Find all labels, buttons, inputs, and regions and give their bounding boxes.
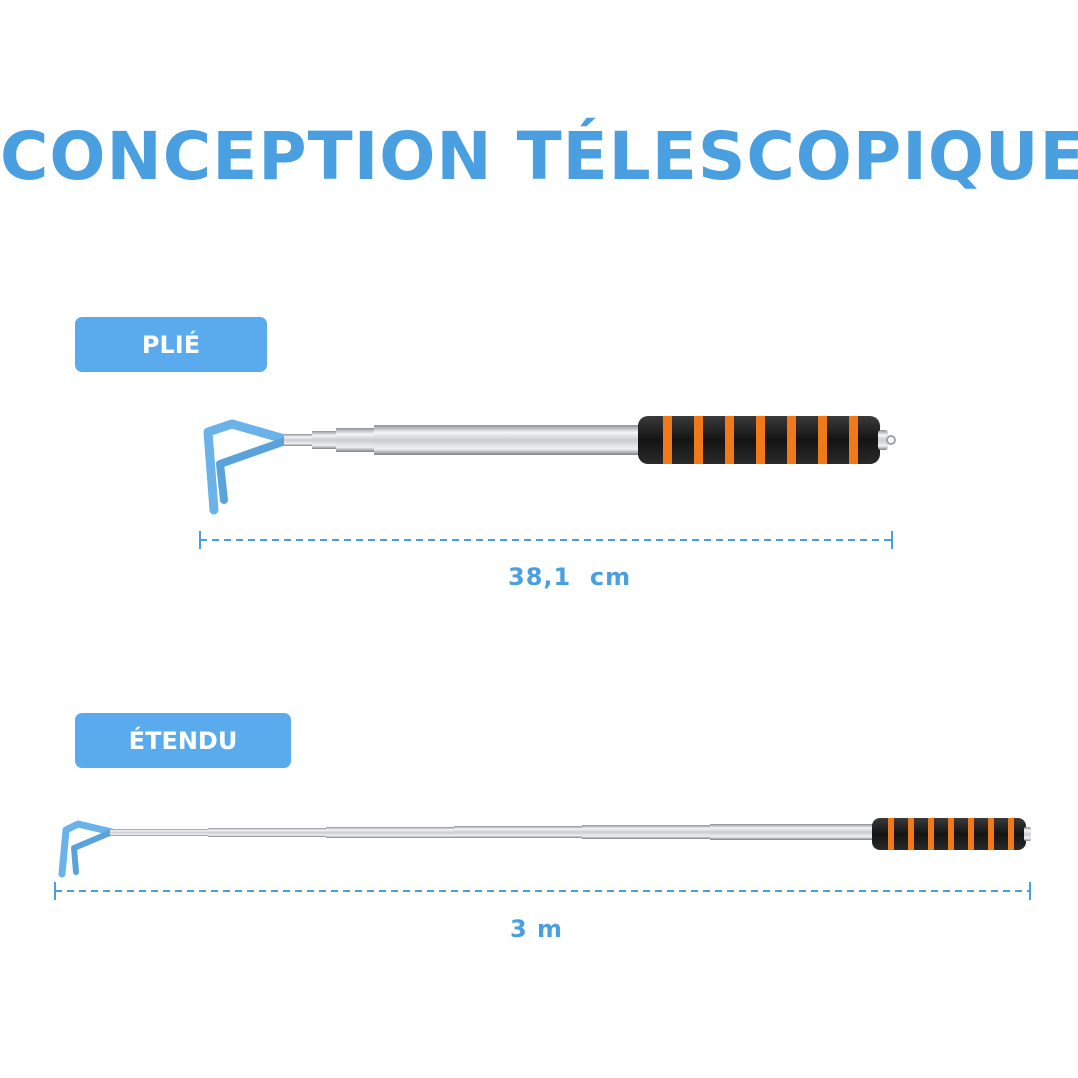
extended-length-label: 3 m: [510, 915, 564, 943]
folded-length-label: 38,1 cm: [508, 563, 632, 591]
extended-badge: ÉTENDU: [75, 713, 291, 768]
telescopic-hook-folded-illustration: [199, 416, 896, 549]
folded-badge: PLIÉ: [75, 317, 267, 372]
page-title: CONCEPTION TÉLESCOPIQUE: [0, 118, 1078, 195]
telescopic-hook-extended-illustration: [54, 818, 1031, 900]
